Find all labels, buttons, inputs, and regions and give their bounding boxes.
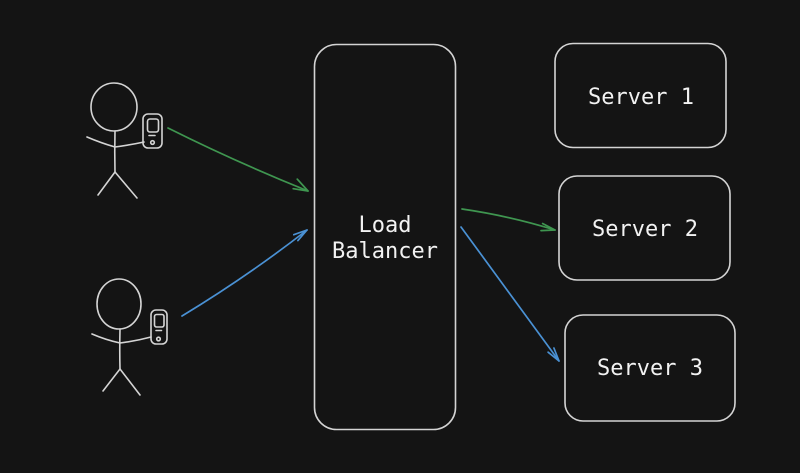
user-1-legs <box>97 171 138 199</box>
actor-user-1 <box>86 82 163 199</box>
user-2-legs <box>102 368 141 396</box>
phone-screen <box>146 118 160 133</box>
edge-line <box>181 229 308 317</box>
phone-body <box>142 113 163 149</box>
user-2-head <box>96 278 142 330</box>
phone-home-button <box>149 139 156 146</box>
node-labels: Load Balancer Server 1 Server 2 Server 3 <box>332 85 703 381</box>
node-server-3 <box>564 314 736 422</box>
edges <box>167 127 560 362</box>
actor-user-2 <box>91 278 168 396</box>
edge-line <box>460 226 560 362</box>
phone-home-button <box>155 336 162 342</box>
user-2-arms <box>91 333 152 344</box>
server-3-label: Server 3 <box>597 356 703 381</box>
edge-arrowhead <box>540 222 556 232</box>
edge-arrowhead <box>292 178 309 192</box>
phone-body <box>150 309 168 345</box>
edge-user-1-to-load-balancer <box>167 127 309 192</box>
edge-line <box>167 127 309 192</box>
edge-user-2-to-load-balancer <box>181 229 308 317</box>
edge-line <box>461 208 556 231</box>
edge-load-balancer-to-server-2 <box>461 208 556 232</box>
server-2-label: Server 2 <box>592 217 698 242</box>
load-balancer-label-line-2: Balancer <box>332 239 438 264</box>
node-load-balancer <box>313 43 457 431</box>
phone-screen <box>153 313 165 328</box>
node-server-1 <box>554 42 727 149</box>
load-balancer-label-line-1: Load <box>359 213 412 238</box>
user-1-head <box>90 82 138 132</box>
edge-arrowhead <box>292 229 308 242</box>
user-2-phone-icon <box>150 309 168 345</box>
sketch-strokes <box>86 42 736 431</box>
node-server-2 <box>558 175 731 281</box>
edge-arrowhead <box>547 347 560 362</box>
user-1-phone-icon <box>142 113 163 149</box>
server-1-label: Server 1 <box>588 85 694 110</box>
user-1-arms <box>86 136 145 148</box>
edge-load-balancer-to-server-3 <box>460 226 560 362</box>
